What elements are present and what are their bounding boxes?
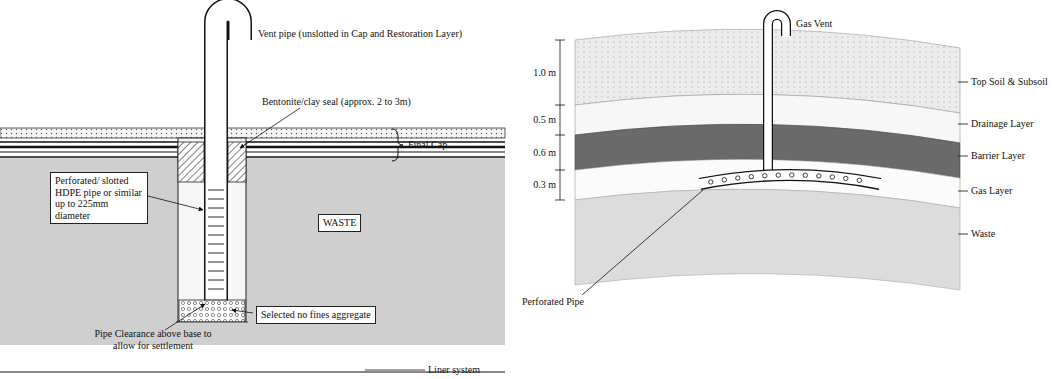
perforation	[736, 176, 740, 180]
pipe-slot	[208, 235, 224, 236]
perforation	[844, 176, 848, 180]
leader-line	[582, 190, 703, 295]
part-label: Final Cap	[408, 139, 447, 151]
layer-label: Gas Layer	[971, 185, 1012, 197]
brace	[392, 129, 403, 161]
perforation	[722, 178, 726, 182]
leader-line	[240, 108, 300, 148]
cap-topsoil	[0, 128, 505, 138]
part-label: Perforated Pipe	[522, 296, 584, 308]
perforation	[749, 174, 753, 178]
pipe-slot	[208, 271, 224, 272]
pipe-slot	[208, 217, 224, 218]
pipe-slot	[208, 190, 224, 191]
dimension-tick	[555, 200, 565, 201]
perforation	[763, 174, 767, 178]
layer-label: Barrier Layer	[971, 150, 1025, 162]
part-label: Bentonite/clay seal (approx. 2 to 3m)	[262, 96, 411, 108]
left-section	[0, 10, 505, 372]
leader-tick	[958, 124, 968, 125]
clay-seal	[228, 142, 246, 182]
dimension-label: 0.6 m	[520, 147, 556, 159]
box-text: WASTE	[323, 217, 356, 229]
leader-line	[148, 196, 203, 210]
vent-pipe-outline	[216, 10, 240, 300]
trench-base	[176, 322, 248, 323]
leader-line	[165, 304, 205, 330]
dimension-line	[560, 40, 561, 200]
pipe-perforations	[709, 173, 862, 184]
dimension-label: 0.5 m	[520, 114, 556, 126]
waste-box: WASTE	[318, 214, 361, 232]
dimension-label: 0.3 m	[520, 179, 556, 191]
layer-label: Top Soil & Subsoil	[971, 76, 1048, 88]
dimension-label: 1.0 m	[520, 67, 556, 79]
leader-tick	[958, 234, 968, 235]
vent-pipe	[216, 10, 240, 301]
pipe-slot	[208, 199, 224, 200]
leader-tick	[958, 82, 968, 83]
pipe-slot	[208, 208, 224, 209]
box-text: Selected no fines aggregate	[261, 309, 371, 321]
perforation	[790, 173, 794, 177]
pipe-slot	[208, 280, 224, 281]
perforation	[817, 174, 821, 178]
aggregate	[179, 300, 245, 322]
waste-mass	[0, 158, 505, 345]
perforation	[830, 175, 834, 179]
perforation	[776, 173, 780, 177]
pipe-slot	[208, 226, 224, 227]
part-label: Gas Vent	[796, 18, 832, 30]
layer-label: Waste	[971, 228, 995, 240]
cap-layer	[0, 156, 505, 158]
perforation	[709, 180, 713, 184]
dimension-tick	[555, 105, 565, 106]
leader-line	[232, 310, 253, 313]
layer-label: Drainage Layer	[971, 118, 1033, 130]
cap-layer	[0, 151, 505, 152]
dimension-tick	[555, 40, 565, 41]
perforation	[857, 178, 861, 182]
dimension-tick	[555, 170, 565, 171]
dimension-tick	[555, 135, 565, 136]
waste-layer	[575, 189, 960, 290]
pipe-slot	[208, 244, 224, 245]
leader-tick	[958, 191, 968, 192]
gas-vent	[768, 15, 786, 173]
pipe-end	[204, 300, 228, 301]
pipe-slot	[208, 262, 224, 263]
leader-line	[365, 370, 425, 371]
perforation	[803, 173, 807, 177]
leader-tick	[958, 156, 968, 157]
note-label: Pipe Clearance above base to allow for s…	[92, 328, 214, 351]
pipe-slots	[208, 190, 224, 289]
right-section	[555, 15, 968, 295]
gas-vent-outline	[768, 15, 786, 172]
part-label: Liner system	[428, 364, 480, 376]
pipe-note-box: Perforated/ slotted HDPE pipe or similar…	[50, 172, 148, 224]
pipe-slot	[208, 253, 224, 254]
clay-seal	[178, 142, 204, 182]
aggregate-box: Selected no fines aggregate	[256, 306, 376, 324]
pipe-slot	[208, 289, 224, 290]
box-text: Perforated/ slotted HDPE pipe or similar…	[55, 175, 143, 221]
part-label: Vent pipe (unslotted in Cap and Restorat…	[258, 28, 462, 40]
